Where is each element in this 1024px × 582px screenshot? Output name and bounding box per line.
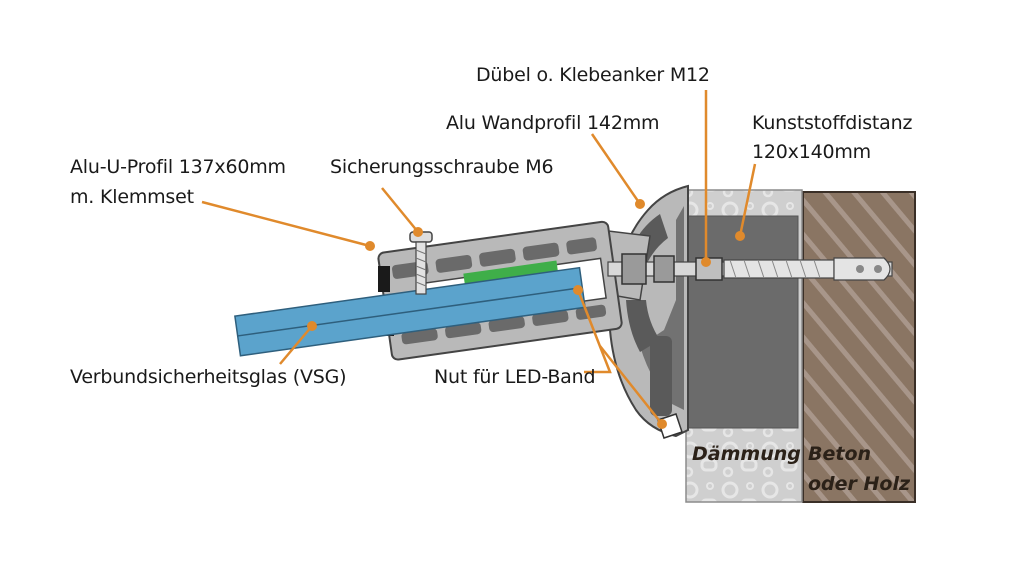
leader-lines [201,90,757,425]
dot-duebel [701,257,711,267]
label-glas: Verbundsicherheitsglas (VSG) [70,366,347,388]
label-daemmung: Dämmung [692,443,801,465]
label-distanz-2: 120x140mm [752,141,871,163]
dot-nut-groove [657,419,667,429]
label-wandprofil: Alu Wandprofil 142mm [446,112,660,134]
leader-dots [307,199,745,429]
label-schraube: Sicherungsschraube M6 [330,156,554,178]
label-uprofil-1: Alu-U-Profil 137x60mm [70,156,286,178]
dot-glas [307,321,317,331]
leader-wandprofil [590,133,642,205]
wall-concrete-wood [802,191,916,503]
label-duebel: Dübel o. Klebeanker M12 [476,64,710,86]
label-nut: Nut für LED-Band [434,366,596,388]
leader-glas [279,325,313,365]
leader-distanz [738,163,757,237]
leader-nut-groove [599,345,663,425]
dot-nut [573,285,583,295]
label-uprofil-2: m. Klemmset [70,186,194,208]
dot-uprofil [365,241,375,251]
label-beton-1: Beton [808,443,872,465]
label-beton-2: oder Holz [808,473,911,495]
anchor-bolt [607,253,893,285]
dot-wandprofil [635,199,645,209]
leader-schraube [381,187,419,233]
label-distanz-1: Kunststoffdistanz [752,112,913,134]
leader-uprofil [201,200,371,248]
dot-schraube [413,227,423,237]
plastic-distance-block [687,215,799,429]
leader-nut [576,289,612,374]
dot-distanz [735,231,745,241]
